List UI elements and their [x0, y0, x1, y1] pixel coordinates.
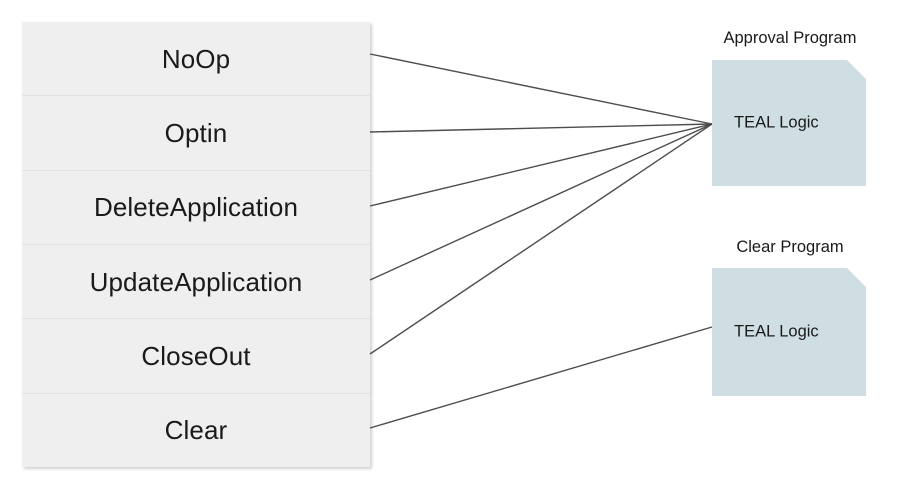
edge-closeout-to-approval: [369, 123, 713, 355]
approval-program-card[interactable]: TEAL Logic: [712, 60, 866, 186]
edge-updateapplication-to-approval: [369, 123, 713, 281]
approval-program-shape: [712, 60, 866, 186]
edge-optin-to-approval: [369, 123, 713, 133]
list-item[interactable]: Optin: [22, 95, 370, 169]
list-item-label: UpdateApplication: [89, 266, 303, 297]
edge-noop-to-approval: [369, 53, 713, 125]
edge-clear-to-clear-program: [369, 326, 713, 429]
clear-program-shape: [712, 268, 866, 396]
list-item[interactable]: UpdateApplication: [22, 243, 370, 318]
list-item[interactable]: CloseOut: [22, 318, 370, 392]
clear-program-card[interactable]: TEAL Logic: [712, 268, 866, 396]
list-item-label: Optin: [164, 117, 228, 148]
list-item-label: DeleteApplication: [93, 192, 299, 223]
edge-deleteapplication-to-approval: [369, 123, 713, 207]
clear-program-title: Clear Program: [736, 238, 844, 256]
approval-program-body: TEAL Logic: [734, 113, 819, 132]
list-item-label: Clear: [164, 415, 228, 446]
approval-program-title: Approval Program: [723, 29, 857, 47]
clear-program-body: TEAL Logic: [734, 322, 819, 341]
list-item[interactable]: Clear: [22, 392, 370, 467]
list-item[interactable]: NoOp: [22, 22, 370, 95]
list-item-label: NoOp: [161, 43, 231, 74]
list-item[interactable]: DeleteApplication: [22, 169, 370, 244]
list-item-label: CloseOut: [141, 340, 251, 371]
oncomplete-action-list: NoOp Optin DeleteApplication UpdateAppli…: [22, 22, 370, 467]
